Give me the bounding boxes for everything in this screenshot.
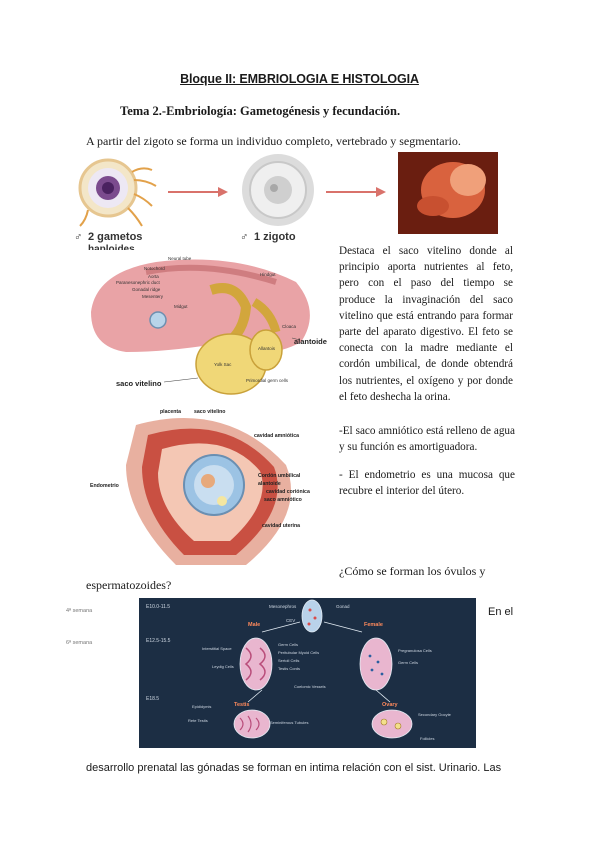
stage-2-label: E12.5-15.5 bbox=[146, 638, 171, 644]
yolk-sac-label: Yolk Sac bbox=[214, 362, 232, 367]
paramesonephric-label: Paranesonephric duct bbox=[116, 280, 161, 285]
saco-vitelino-callout: saco vitelino bbox=[116, 379, 162, 388]
bottom-paragraph: desarrollo prenatal las gónadas se forma… bbox=[86, 762, 502, 774]
pregranulosa-label: Pregranulosa Cells bbox=[398, 648, 432, 653]
gametes-illustration bbox=[78, 158, 157, 227]
cordon-umbilical-label: Cordón umbilical bbox=[258, 473, 301, 479]
germ-cells-female-label: Germ Cells bbox=[398, 660, 418, 665]
intro-text: A partir del zigoto se forma un individu… bbox=[86, 134, 461, 148]
sertoli-label: Sertoli Cells bbox=[278, 658, 299, 663]
midgut-label: Midgut bbox=[174, 304, 188, 309]
epididymis-label: Epididymis bbox=[192, 704, 211, 709]
female-symbol-icon: ♂ bbox=[74, 231, 82, 243]
allantois-label: Allantois bbox=[258, 346, 276, 351]
interstitial-space-label: Interstitial Space bbox=[202, 646, 232, 651]
cavidad-uterina-label: cavidad uterina bbox=[262, 523, 300, 529]
seminiferous-label: Seminiferous Tubules bbox=[270, 720, 308, 725]
aorta-label: Aorta bbox=[148, 274, 159, 279]
placenta-label: placenta bbox=[160, 409, 181, 415]
endometrio-label: Endometrio bbox=[90, 483, 119, 489]
zygote-label: 1 zigoto bbox=[254, 231, 296, 243]
week-6-label: 6ª semana bbox=[66, 639, 93, 646]
male-label: Male bbox=[248, 622, 260, 628]
cev-label: CEV bbox=[286, 618, 295, 623]
arrow-icon bbox=[326, 187, 386, 197]
amniotic-sac-paragraph: -El saco amniótico está relleno de agua … bbox=[339, 425, 515, 454]
secondary-oocyte-label: Secondary Oocyte bbox=[418, 712, 452, 717]
peritubular-label: Peritubular Myoid Cells bbox=[278, 650, 319, 655]
female-label: Female bbox=[364, 622, 383, 628]
uterus-diagram: placenta saco vitelino cavidad amniótica… bbox=[90, 409, 310, 565]
rete-testis-label: Rete Testis bbox=[188, 718, 208, 723]
embryo-diagram: Neural tube Notochord Aorta Paranesoneph… bbox=[91, 256, 327, 395]
fertilization-figure: ♂ 2 gametos haploides ♂ 1 zigoto bbox=[74, 152, 498, 250]
mesentery-label: Mesentery bbox=[142, 294, 164, 299]
gametes-label: 2 gametos bbox=[88, 231, 142, 243]
neural-tube-label: Neural tube bbox=[168, 256, 192, 261]
fetus-image bbox=[398, 152, 498, 234]
gonadal-ridge-label: Gonadal ridge bbox=[132, 287, 161, 292]
question-line-1: ¿Cómo se forman los óvulos y bbox=[339, 564, 486, 578]
stage-3-label: E18.5 bbox=[146, 696, 159, 702]
side-text: En el bbox=[488, 606, 514, 618]
endometrium-paragraph: - El endometrio es una mucosa que recubr… bbox=[339, 469, 515, 498]
germ-cells-label: Primordial germ cells bbox=[246, 378, 289, 383]
alantoide-callout: alantoide bbox=[294, 337, 327, 346]
cloaca-label: Cloaca bbox=[282, 324, 297, 329]
mesonephros-label: Mesonephros bbox=[269, 604, 297, 609]
leydig-cells-label: Leydig Cells bbox=[212, 664, 234, 669]
zygote-illustration bbox=[242, 154, 314, 226]
cavidad-corionica-label: cavidad coriónica bbox=[266, 489, 310, 495]
female-symbol-icon: ♂ bbox=[240, 231, 248, 243]
gonad-development-diagram: 4ª semana 6ª semana E10.0-11.5 E12.5-15.… bbox=[66, 598, 476, 748]
stage-1-label: E10.0-11.5 bbox=[146, 604, 170, 610]
notochord-label: Notochord bbox=[144, 266, 165, 271]
arrow-icon bbox=[168, 187, 228, 197]
alantoide-label: alantoide bbox=[258, 481, 281, 487]
cavidad-amniotica-label: cavidad amniótica bbox=[254, 433, 299, 439]
testis-label: Testis bbox=[234, 702, 250, 708]
question-line-2: espermatozoides? bbox=[86, 578, 172, 592]
hindgut-label: Hindgut bbox=[260, 272, 276, 277]
coelomic-vessels-label: Coelomic Vessels bbox=[294, 684, 326, 689]
follicles-label: Follicles bbox=[420, 736, 434, 741]
germ-cells-male-label: Germ Cells bbox=[278, 642, 298, 647]
block-title: Bloque II: EMBRIOLOGIA E HISTOLOGIA bbox=[180, 72, 419, 86]
saco-vitelino-label: saco vitelino bbox=[194, 409, 225, 415]
topic-title: Tema 2.-Embriología: Gametogénesis y fec… bbox=[120, 104, 401, 118]
gonad-label: Gonad bbox=[336, 604, 350, 609]
gametes-sublabel: haploides bbox=[88, 244, 135, 250]
yolk-sac-paragraph: Destaca el saco vitelino donde al princi… bbox=[339, 245, 513, 403]
testis-cords-label: Testis Cords bbox=[278, 666, 300, 671]
ovary-label: Ovary bbox=[382, 702, 399, 708]
saco-amniotico-label: saco amniótico bbox=[264, 497, 302, 503]
week-4-label: 4ª semana bbox=[66, 607, 93, 614]
